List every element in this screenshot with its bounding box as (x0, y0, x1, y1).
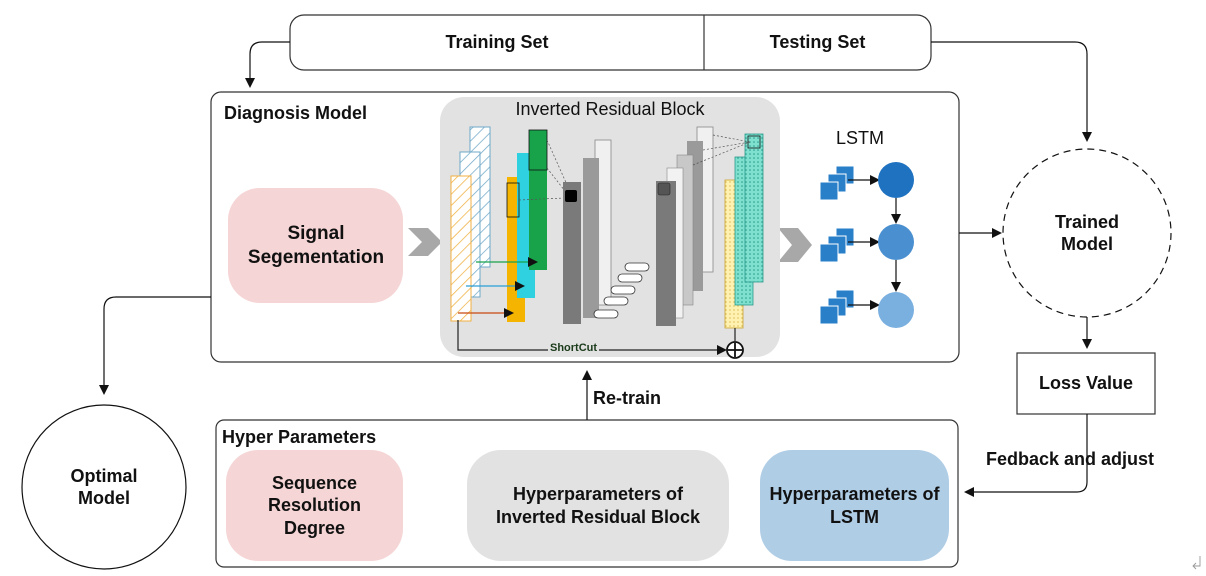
arrow-testing-to-trained (931, 41, 1092, 142)
return-mark-icon (1192, 556, 1201, 570)
feedback-label: Fedback and adjust (986, 449, 1155, 469)
irb-pointwise-bar (656, 181, 676, 326)
irb-expand-green (529, 130, 547, 270)
irb-channel-pill (610, 285, 636, 295)
loss-value-box (1016, 352, 1156, 415)
optimal-model-circle (21, 404, 187, 570)
lstm-node (878, 162, 914, 198)
signal-segmentation-box (228, 188, 403, 303)
chevron-right-icon (408, 228, 442, 256)
irb-title: Inverted Residual Block (515, 99, 705, 119)
trained-model-label: Trained Model (1054, 211, 1120, 255)
chevron-right-icon (778, 228, 812, 262)
shortcut-label: ShortCut (548, 342, 600, 356)
irb-depthwise-bar (583, 158, 599, 318)
lstm-node (878, 292, 914, 328)
irb-hyper-label: Hyperparameters of Inverted Residual Blo… (495, 484, 701, 527)
arrow-feedback (964, 414, 1088, 497)
trained-model-circle (1002, 148, 1172, 318)
seq-resolution-box (226, 450, 403, 561)
hyper-parameters-title: Hyper Parameters (222, 427, 377, 447)
irb-channel-pill (624, 262, 650, 272)
irb-channel-pill (617, 273, 643, 283)
seq-resolution-label: Sequence Resolution Degree (268, 472, 361, 538)
retrain-label: Re-train (593, 388, 662, 408)
lstm-input-cube (819, 289, 855, 325)
irb-depthwise-bar (563, 182, 581, 324)
training-set-label: Training Set (445, 32, 549, 53)
irb-channel-pill (593, 309, 619, 319)
irb-channel-pill (603, 296, 629, 306)
irb-pointwise-cell (657, 182, 671, 196)
lstm-hyper-label: Hyperparameters of LSTM (769, 484, 940, 527)
loss-value-label: Loss Value (1038, 373, 1134, 394)
lstm-hyper-box (760, 450, 949, 561)
irb-depthwise-cell (565, 190, 577, 202)
irb-kernel (528, 129, 548, 171)
testing-set-label: Testing Set (769, 32, 866, 53)
diagnosis-model-title: Diagnosis Model (224, 103, 368, 123)
lstm-label: LSTM (836, 128, 885, 148)
lstm-input-cube (819, 165, 855, 201)
arrow-diagnosis-to-optimal (99, 296, 211, 395)
irb-output-cyan (744, 133, 764, 283)
shortcut-line (457, 320, 727, 355)
arrow-training-to-diagnosis (245, 41, 290, 88)
irb-input-slice (450, 175, 472, 322)
optimal-model-label: Optimal Model (70, 465, 138, 509)
irb-hyper-box (467, 450, 729, 561)
signal-segmentation-label: Signal Segementation (247, 222, 385, 268)
lstm-node (878, 224, 914, 260)
